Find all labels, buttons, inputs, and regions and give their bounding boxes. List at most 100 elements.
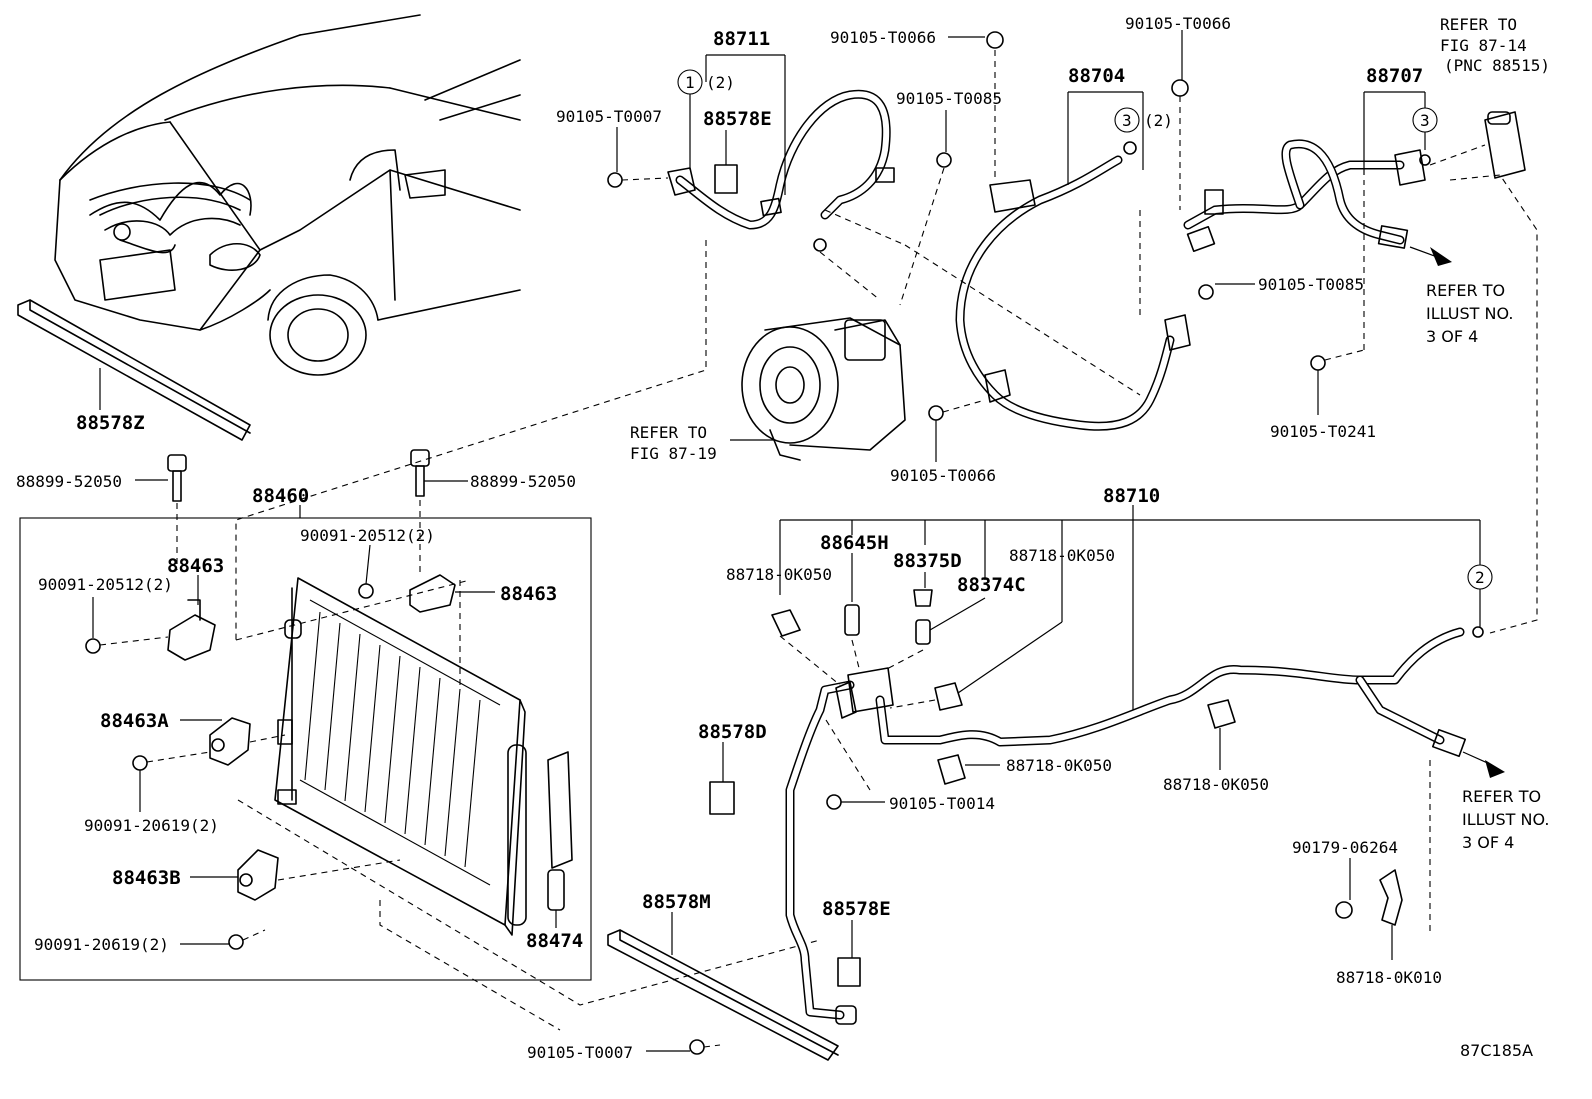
- label-88718-0K050-b: 88718-0K050: [1009, 546, 1115, 565]
- clamp-88718-0K050-c: [937, 754, 1000, 785]
- bolt-90105-T0014: [825, 719, 885, 810]
- ref-fig87-14-l2: FIG 87-14: [1440, 36, 1527, 55]
- condenser-core: [274, 577, 527, 936]
- bolt-90105-T0241: [1310, 180, 1365, 415]
- bolt-88899-left: [135, 454, 187, 570]
- label-90105-T0007-top: 90105-T0007: [556, 107, 662, 126]
- bolt-90091-20512-top: [358, 544, 374, 599]
- junction-block: [835, 667, 894, 719]
- label-88474: 88474: [526, 930, 583, 952]
- ref-illust-bottom-l1: REFER TO: [1462, 787, 1541, 806]
- ref-fig87-14-l3: (PNC 88515): [1444, 56, 1550, 75]
- ref-illust-top-l2: ILLUST NO.: [1426, 304, 1513, 323]
- label-88463A: 88463A: [100, 710, 169, 732]
- condenser-group-box: [19, 517, 592, 981]
- svg-text:1: 1: [685, 73, 695, 92]
- pressure-switch-88645H: [844, 553, 861, 673]
- label-88899-left: 88899-52050: [16, 472, 122, 491]
- bolt-90105-T0007-bottom: [646, 1039, 721, 1055]
- nut-90179-06264: [1335, 858, 1353, 919]
- bolt-90091-20619-b: [180, 929, 266, 950]
- label-88374C: 88374C: [957, 574, 1026, 596]
- arrow-top: [1430, 247, 1452, 266]
- bracket-88463-right: [409, 574, 495, 613]
- bolt-90105-T0085-b: [1198, 283, 1255, 300]
- callout-3a: 3 (2): [1114, 107, 1173, 133]
- label-88645H: 88645H: [820, 532, 889, 554]
- compressor: [741, 317, 906, 461]
- callout-3b: 3: [1412, 107, 1438, 150]
- label-90105-T0066-c: 90105-T0066: [890, 466, 996, 485]
- bracket-88463A: [180, 717, 286, 766]
- pad-88578D: [709, 742, 735, 815]
- ref-illust-top-l3: 3 OF 4: [1426, 327, 1478, 346]
- label-88704: 88704: [1068, 65, 1125, 87]
- label-90091-20619-b: 90091-20619(2): [34, 935, 169, 954]
- label-90105-T0014: 90105-T0014: [889, 794, 995, 813]
- seal-strip-88578M: [607, 912, 839, 1061]
- clamp-88718-0K050-a: [771, 609, 841, 686]
- label-88578D: 88578D: [698, 721, 767, 743]
- label-88718-0K050-d: 88718-0K050: [1163, 775, 1269, 794]
- label-88707: 88707: [1366, 65, 1423, 87]
- bolt-90091-20512-left: [85, 597, 169, 654]
- clamp-88718-0K010: [1379, 760, 1431, 960]
- bolt-90105-T0007-top: [607, 127, 669, 188]
- expansion-valve: [1484, 111, 1526, 179]
- svg-text:3: 3: [1122, 111, 1132, 130]
- label-90105-T0066-b: 90105-T0066: [1125, 14, 1231, 33]
- label-88460: 88460: [252, 485, 309, 507]
- label-88899-right: 88899-52050: [470, 472, 576, 491]
- label-88710: 88710: [1103, 485, 1160, 507]
- clamp-88718-0K050-d: [1207, 699, 1236, 770]
- valve-88374C: [884, 597, 986, 671]
- label-90105-T0241: 90105-T0241: [1270, 422, 1376, 441]
- ref-fig87-19-l1: REFER TO: [630, 423, 707, 442]
- label-90105-T0007-bottom: 90105-T0007: [527, 1043, 633, 1062]
- pad-88578E-bottom: [837, 920, 861, 987]
- label-88578E-top: 88578E: [703, 108, 772, 130]
- label-88463-right: 88463: [500, 583, 557, 605]
- label-88718-0K050-c: 88718-0K050: [1006, 756, 1112, 775]
- ref-fig87-19-l2: FIG 87-19: [630, 444, 717, 463]
- bolt-90105-T0085-a: [899, 110, 952, 306]
- svg-text:(2): (2): [706, 73, 735, 92]
- bracket-88463B: [190, 849, 401, 901]
- bolt-90105-T0066-c: [928, 399, 986, 462]
- label-88578M: 88578M: [642, 891, 711, 913]
- svg-text:3: 3: [1420, 111, 1430, 130]
- bolt-90105-T0066-b: [1171, 30, 1189, 210]
- ref-illust-bottom-l3: 3 OF 4: [1462, 833, 1514, 852]
- label-90105-T0085-a: 90105-T0085: [896, 89, 1002, 108]
- svg-text:2: 2: [1475, 568, 1485, 587]
- pad-88578E-top: [714, 130, 738, 194]
- label-88718-0K050-a: 88718-0K050: [726, 565, 832, 584]
- label-90105-T0085-b: 90105-T0085: [1258, 275, 1364, 294]
- label-88711: 88711: [713, 28, 770, 50]
- label-88463-left: 88463: [167, 555, 224, 577]
- seal-strip-88578Z: 88578Z: [17, 299, 251, 441]
- diagram-id: 87C185A: [1460, 1041, 1533, 1060]
- label-88578Z: 88578Z: [76, 412, 145, 434]
- label-88463B: 88463B: [112, 867, 181, 889]
- callout-1: 1 (2): [677, 69, 735, 170]
- ref-illust-bottom-l2: ILLUST NO.: [1462, 810, 1549, 829]
- svg-text:(2): (2): [1144, 111, 1173, 130]
- ref-fig87-14-l1: REFER TO: [1440, 15, 1517, 34]
- ref-illust-top-l1: REFER TO: [1426, 281, 1505, 300]
- label-90105-T0066-a: 90105-T0066: [830, 28, 936, 47]
- label-88578E-bottom: 88578E: [822, 898, 891, 920]
- label-90091-20619-a: 90091-20619(2): [84, 816, 219, 835]
- label-90091-20512-top: 90091-20512(2): [300, 526, 435, 545]
- bolt-90105-T0066-a: [948, 31, 1004, 180]
- bolt-90091-20619-a: [132, 751, 211, 812]
- label-90091-20512-left: 90091-20512(2): [38, 575, 173, 594]
- clamp-88718-0K050-b: [889, 545, 1063, 711]
- label-90179-06264: 90179-06264: [1292, 838, 1398, 857]
- cap-88375D: [913, 572, 933, 607]
- label-88718-0K010: 88718-0K010: [1336, 968, 1442, 987]
- label-88375D: 88375D: [893, 550, 962, 572]
- vehicle-illustration: [54, 14, 521, 376]
- bolt-88899-right: [410, 449, 468, 575]
